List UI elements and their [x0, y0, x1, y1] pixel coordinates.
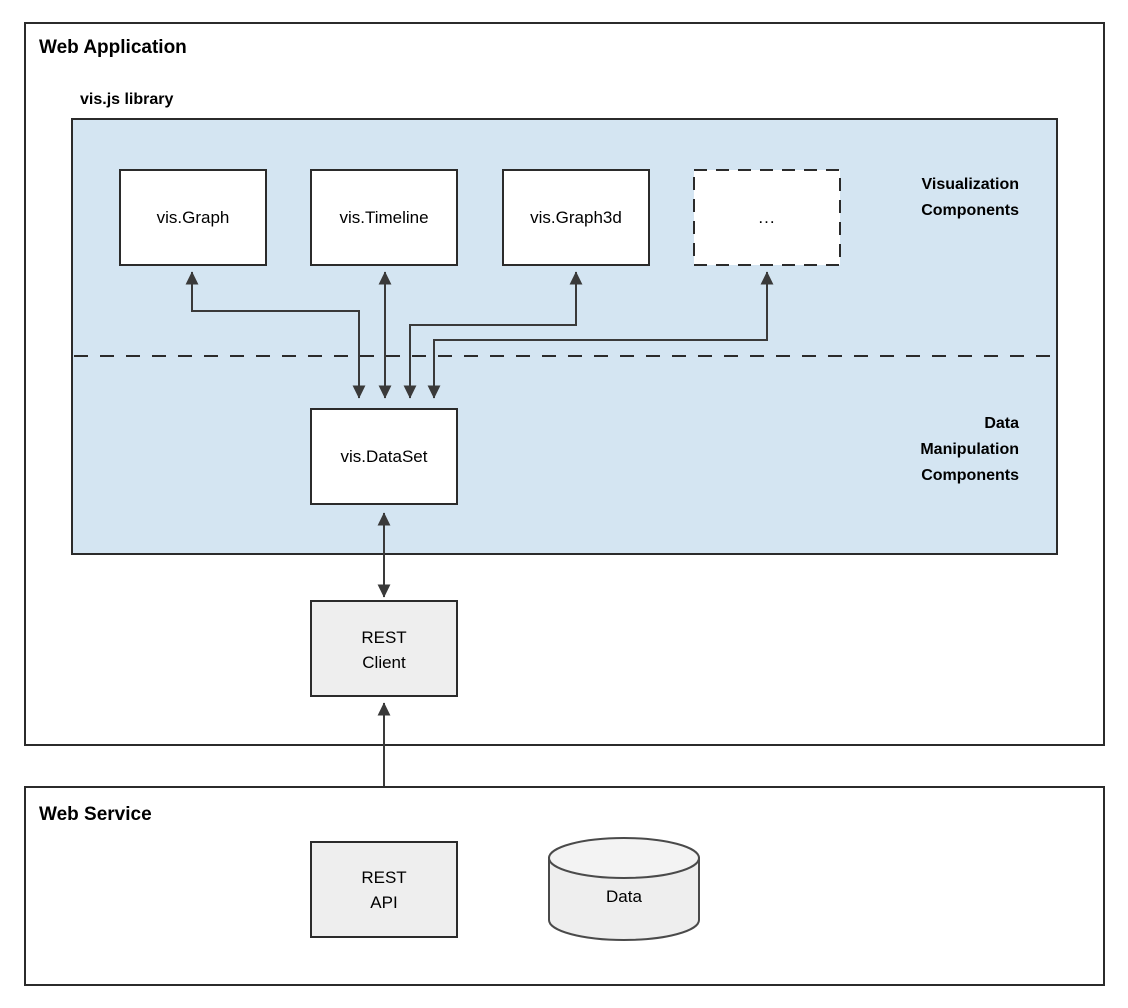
- node-rest-client-label-line-2: Client: [362, 653, 406, 672]
- node-vis-graph-label: vis.Graph: [157, 208, 230, 227]
- node-rest-client-label-line-1: REST: [361, 628, 406, 647]
- node-vis-dataset-box[interactable]: [310, 408, 458, 505]
- node-vis-dataset-label: vis.DataSet: [341, 447, 428, 466]
- visualization-components-line-1: Visualization: [921, 176, 1019, 193]
- node-vis-dataset[interactable]: vis.DataSet: [310, 408, 458, 505]
- node-vis-timeline[interactable]: vis.Timeline: [310, 169, 458, 266]
- node-rest-client-box[interactable]: [310, 600, 458, 697]
- node-vis-timeline-box[interactable]: [310, 169, 458, 266]
- web-service-frame-border: [24, 786, 1105, 986]
- vis-js-library-panel: vis.js library: [71, 91, 1058, 555]
- node-rest-api-box[interactable]: [310, 841, 458, 938]
- frame-web-service: Web Service: [24, 786, 1105, 986]
- node-rest-client[interactable]: REST Client: [310, 600, 458, 697]
- data-manipulation-components-label: Data Manipulation Components: [920, 415, 1019, 484]
- node-more-placeholder[interactable]: ...: [693, 169, 841, 266]
- data-cylinder-body[interactable]: [548, 857, 700, 941]
- node-vis-graph3d-box[interactable]: [502, 169, 650, 266]
- node-data-store-label: Data: [606, 887, 642, 906]
- node-vis-graph3d[interactable]: vis.Graph3d: [502, 169, 650, 266]
- visualization-components-line-2: Components: [921, 202, 1019, 219]
- data-manipulation-line-2: Manipulation: [920, 441, 1019, 458]
- node-more-box[interactable]: [693, 169, 841, 266]
- node-more-label: ...: [758, 208, 775, 227]
- node-rest-api-label-line-2: API: [370, 893, 397, 912]
- data-cylinder-top: [548, 837, 700, 879]
- node-data-store[interactable]: Data: [548, 837, 700, 941]
- node-rest-api[interactable]: REST API: [310, 841, 458, 938]
- node-vis-timeline-label: vis.Timeline: [339, 208, 428, 227]
- node-vis-graph[interactable]: vis.Graph: [119, 169, 267, 266]
- web-application-title: Web Application: [39, 37, 187, 58]
- node-vis-graph3d-label: vis.Graph3d: [530, 208, 622, 227]
- data-manipulation-line-3: Components: [921, 467, 1019, 484]
- vis-js-library-title: vis.js library: [80, 91, 173, 108]
- connector-dataset-vis-graph: [185, 271, 366, 399]
- visualization-components-label: Visualization Components: [921, 176, 1019, 219]
- web-service-title: Web Service: [39, 804, 152, 825]
- node-rest-api-label-line-1: REST: [361, 868, 406, 887]
- node-vis-graph-box[interactable]: [119, 169, 267, 266]
- data-manipulation-line-1: Data: [984, 415, 1019, 432]
- connector-dataset-more: [427, 271, 774, 399]
